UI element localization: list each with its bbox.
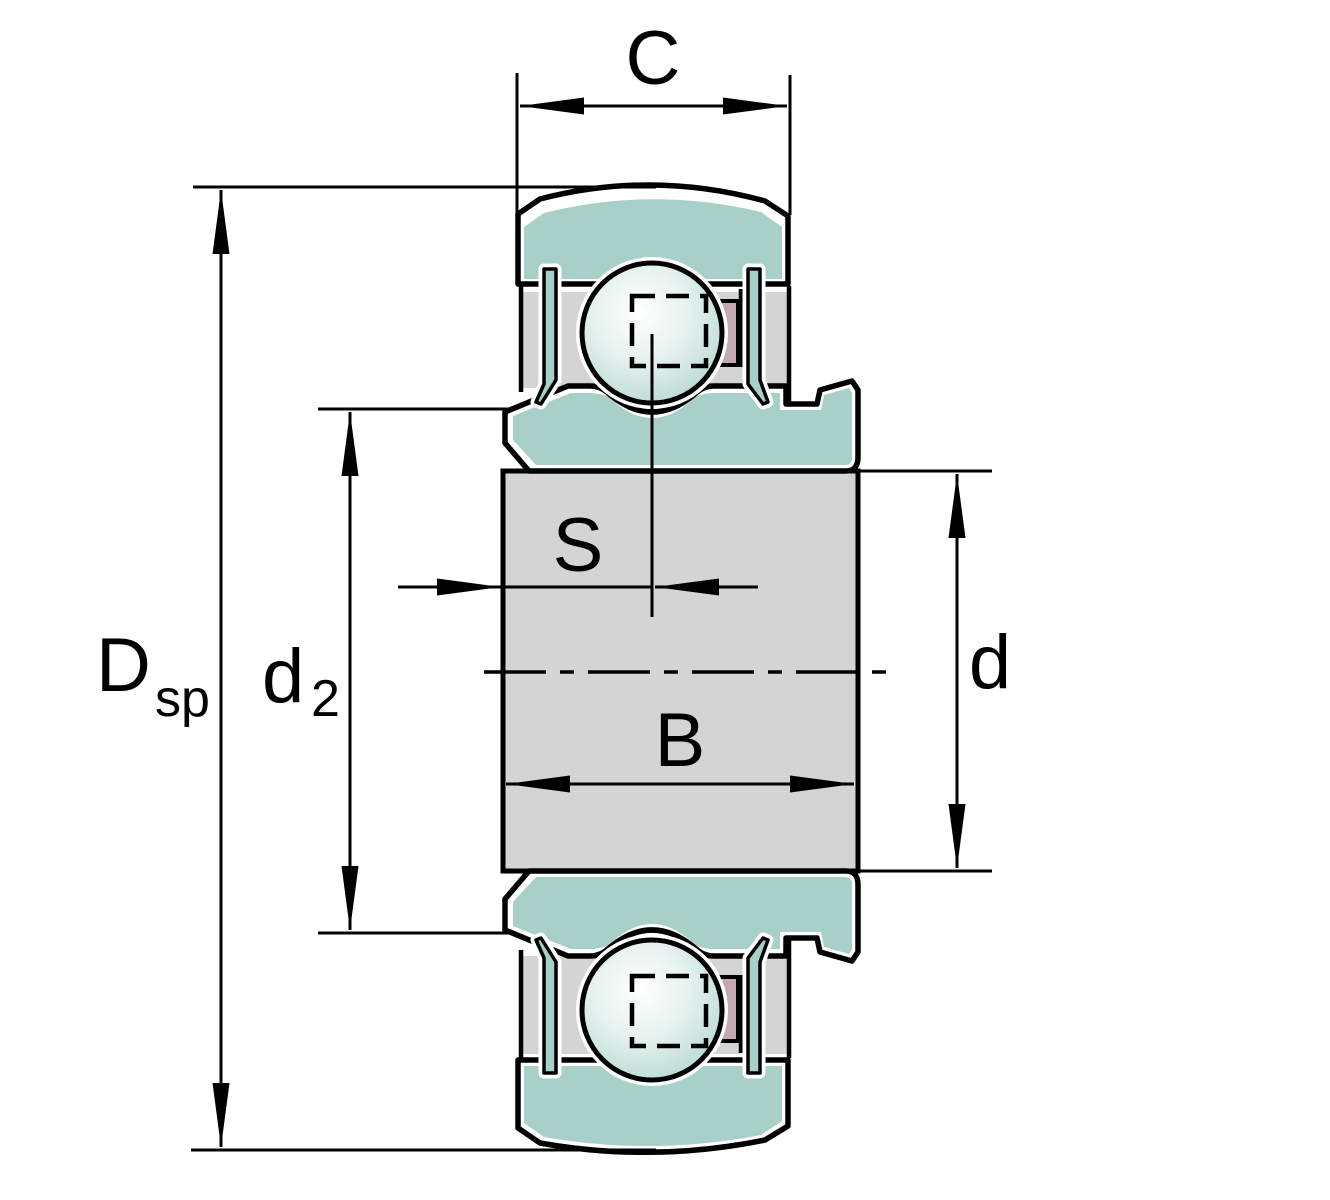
label-Dsp-sub: sp	[155, 670, 210, 728]
seal-strip-bottom-left	[534, 936, 558, 1075]
label-S: S	[553, 503, 604, 588]
ball-bottom	[579, 937, 725, 1083]
outer-ring-top-fill	[524, 199, 782, 279]
label-d2-sub: 2	[311, 670, 340, 728]
label-B: B	[655, 698, 706, 783]
seal-strip-bottom-right	[746, 936, 770, 1075]
seal-strip-top-right	[746, 267, 770, 406]
cage-section-bottom	[629, 973, 709, 1049]
seal-strip-top-left	[534, 267, 558, 406]
label-d2-main: d	[262, 634, 304, 719]
label-d: d	[969, 620, 1011, 705]
label-C: C	[626, 16, 681, 101]
cage-section-top	[629, 293, 709, 369]
label-Dsp-main: D	[96, 623, 151, 708]
outer-ring-bottom-fill	[524, 1066, 782, 1147]
